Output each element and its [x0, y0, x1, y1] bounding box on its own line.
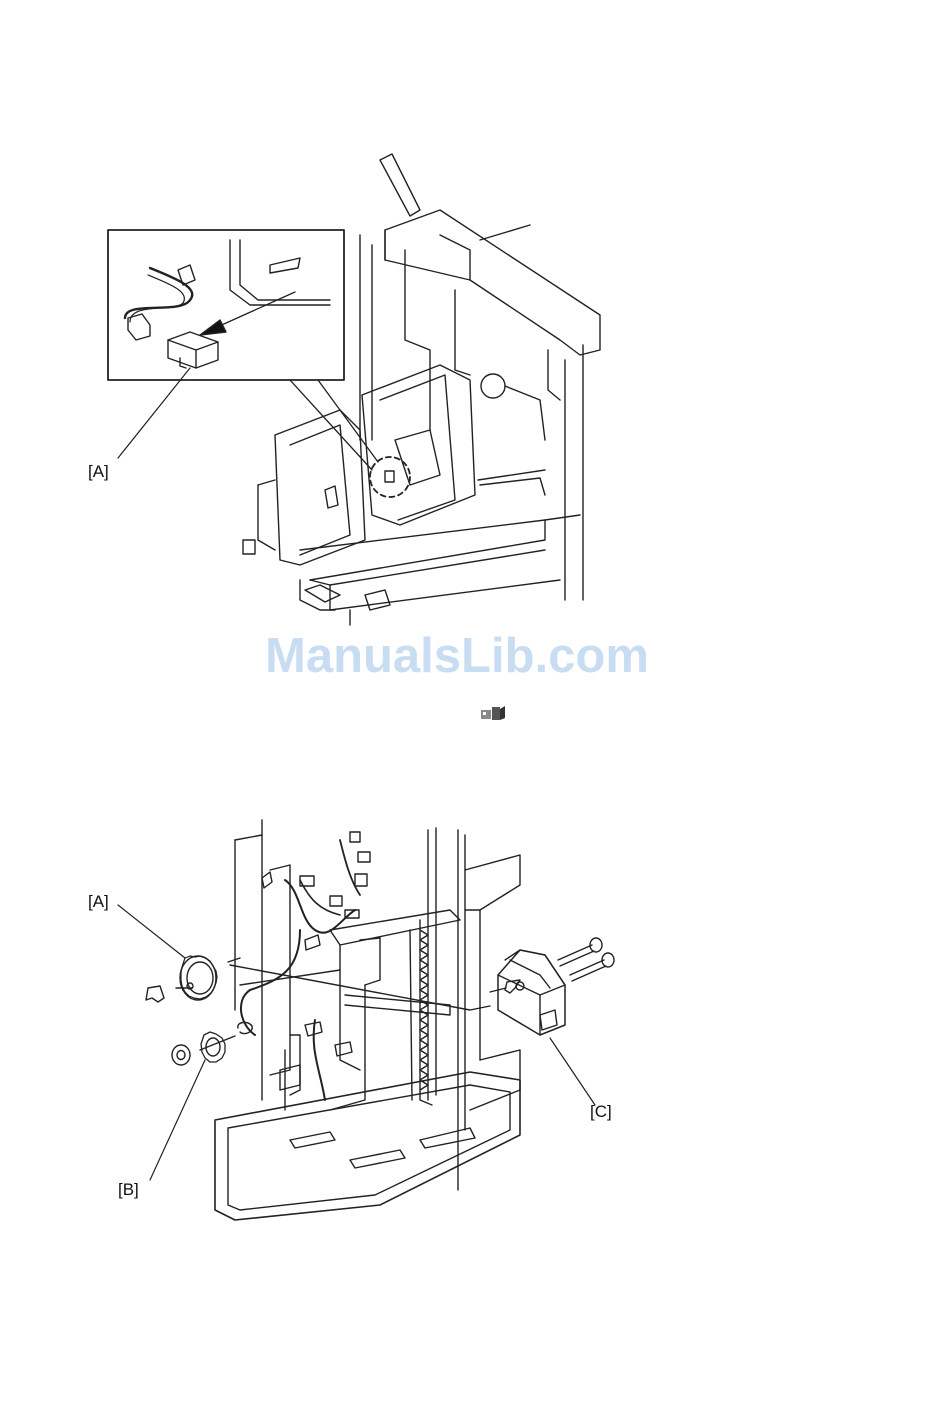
callout-b: [B] [118, 1180, 139, 1200]
figure-1-line-art [0, 140, 950, 630]
callout-a: [A] [88, 462, 109, 482]
callout-a: [A] [88, 892, 109, 912]
figure-2-motor-removal: [A] [B] [C] [0, 810, 950, 1230]
callout-c: [C] [590, 1102, 612, 1122]
figure-2-line-art [0, 810, 950, 1230]
figure-1-sensor-removal: [A] [0, 140, 950, 630]
connector-marker-icon [480, 704, 506, 722]
watermark: ManualsLib.com [265, 628, 705, 684]
